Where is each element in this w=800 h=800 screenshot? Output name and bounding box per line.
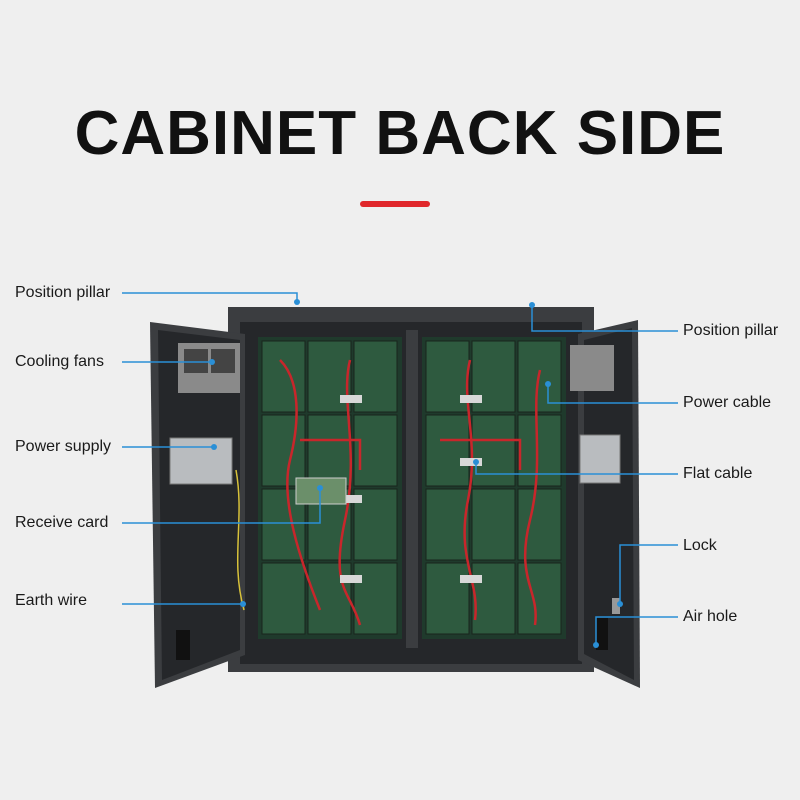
flat-cables (340, 395, 482, 583)
flat-cable-5 (340, 575, 362, 583)
title-underline (360, 201, 430, 207)
led-module-left-1-1 (307, 414, 352, 487)
led-module-left-3-0 (261, 562, 306, 635)
fan-2 (211, 349, 235, 373)
flat-cable-1 (340, 395, 362, 403)
led-module-left-0-0 (261, 340, 306, 413)
receive-card (295, 477, 347, 505)
leader-receive-card (122, 488, 321, 524)
label-air-hole: Air hole (683, 608, 738, 625)
center-divider (406, 330, 418, 648)
leader-air-hole (595, 616, 678, 645)
air-hole-left (176, 630, 190, 660)
flat-cable-2 (460, 395, 482, 403)
leader-dot-power-supply (211, 444, 217, 450)
label-flat-cable: Flat cable (683, 465, 753, 482)
callout-leaders (122, 292, 678, 648)
left-door (150, 322, 245, 688)
power-cable-6 (440, 438, 522, 470)
leader-dot-position-pillar-right (529, 302, 535, 308)
fan-1 (184, 349, 208, 373)
led-module-right-1-1 (471, 414, 516, 487)
flat-cable-4 (460, 458, 482, 466)
led-modules (261, 340, 562, 635)
led-module-left-1-0 (261, 414, 306, 487)
label-power-cable: Power cable (683, 394, 772, 411)
page-title: CABINET BACK SIDE (74, 99, 726, 168)
leader-dot-earth-wire (240, 601, 246, 607)
led-module-right-1-0 (425, 414, 470, 487)
led-module-left-3-2 (353, 562, 398, 635)
label-receive-card: Receive card (15, 514, 109, 531)
flat-cable-3 (340, 495, 362, 503)
led-module-right-3-0 (425, 562, 470, 635)
leader-dot-flat-cable (473, 459, 479, 465)
led-module-right-1-2 (517, 414, 562, 487)
led-module-right-3-2 (517, 562, 562, 635)
flat-cable-6 (460, 575, 482, 583)
power-cable-5 (300, 438, 362, 470)
leader-dot-position-pillar-left (294, 299, 300, 305)
air-hole-right (596, 618, 608, 650)
label-earth-wire: Earth wire (15, 592, 88, 609)
led-module-right-3-1 (471, 562, 516, 635)
leader-dot-air-hole (593, 642, 599, 648)
label-lock: Lock (683, 537, 717, 554)
earth-wire (235, 469, 245, 611)
leader-dot-lock (617, 601, 623, 607)
leader-power-cable (547, 384, 678, 404)
leader-dot-cooling-fans (209, 359, 215, 365)
led-module-right-2-1 (471, 488, 516, 561)
right-door (570, 320, 640, 688)
power-cable-1 (279, 359, 322, 611)
leader-lock (619, 544, 678, 604)
cooling-fan-right (570, 345, 614, 391)
lock-handle (612, 598, 620, 614)
power-supply-left (169, 437, 233, 485)
label-position-pillar-right: Position pillar (683, 322, 779, 339)
led-module-right-2-0 (425, 488, 470, 561)
leader-flat-cable (475, 462, 678, 475)
leader-dot-power-cable (545, 381, 551, 387)
label-cooling-fans: Cooling fans (15, 353, 104, 370)
label-position-pillar-left: Position pillar (15, 284, 111, 301)
power-cable-4 (523, 369, 542, 626)
leader-position-pillar-right (531, 305, 678, 332)
label-power-supply: Power supply (15, 438, 112, 455)
leader-position-pillar-left (122, 292, 298, 302)
leader-dot-receive-card (317, 485, 323, 491)
power-supply-right (579, 434, 621, 484)
